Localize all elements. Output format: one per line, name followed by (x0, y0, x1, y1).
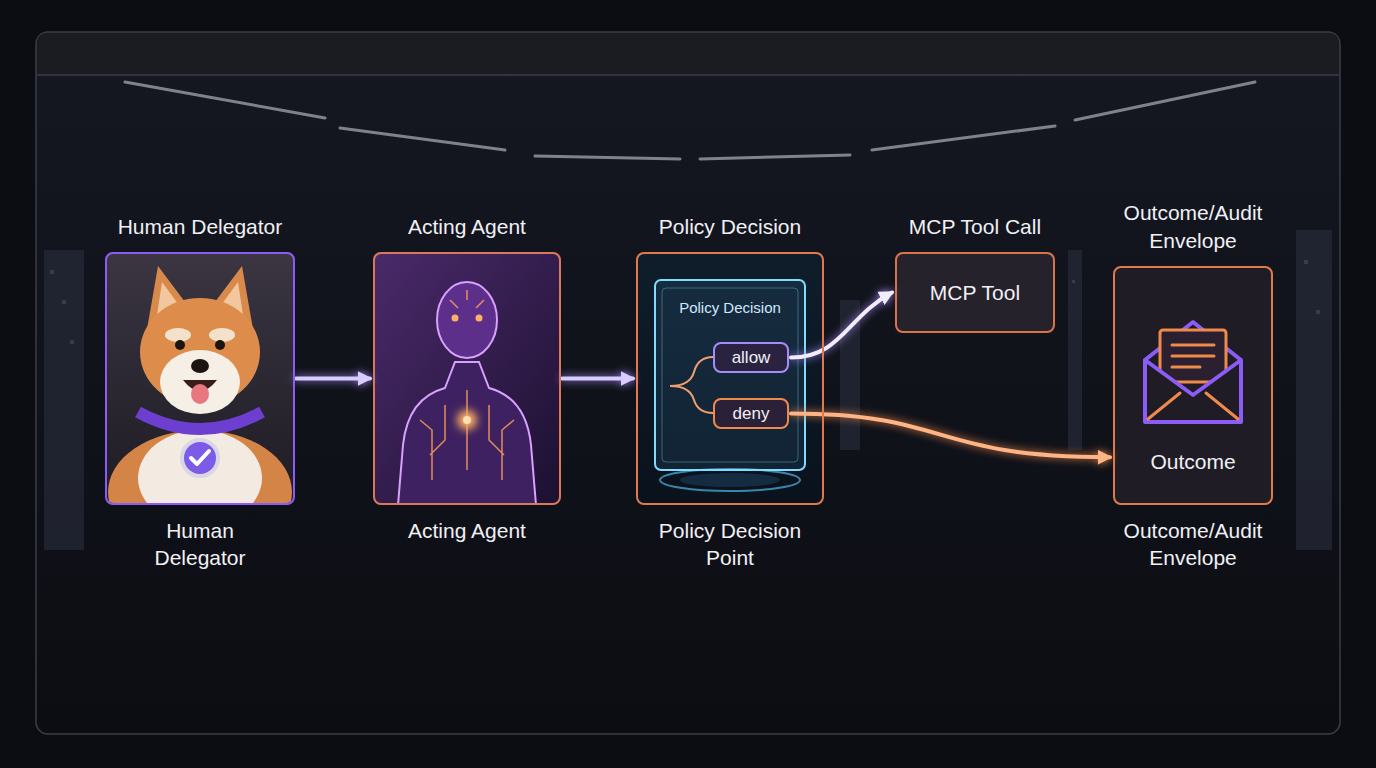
dog-eye (215, 340, 225, 350)
node-heading: Policy Decision (625, 213, 835, 240)
dog-brow (165, 328, 191, 342)
pedestal (660, 469, 800, 491)
box-label: Policy Decision (642, 298, 818, 318)
mcp-illustration (895, 252, 1055, 333)
box-label: MCP Tool (901, 279, 1049, 306)
ceiling-light (700, 155, 850, 159)
flow-arrow (791, 293, 892, 358)
window-light (62, 300, 66, 304)
node-caption: Acting Agent (362, 517, 572, 544)
letter-lines (1172, 345, 1214, 367)
outcome-box: Outcome/Audit EnvelopeOutcomeOutcome/Aud… (1113, 266, 1273, 505)
window-light (70, 340, 74, 344)
pedestal-top (680, 473, 780, 487)
building (1068, 250, 1082, 450)
box-label: Outcome (1119, 448, 1267, 475)
dog-chest (138, 430, 262, 503)
window-light (50, 270, 54, 274)
flow-arrow (296, 377, 370, 381)
node-heading: Acting Agent (362, 213, 572, 240)
title-bar-rule (37, 74, 1339, 76)
fork-line (670, 386, 713, 413)
ceiling-light (535, 156, 680, 159)
collar-badge (182, 440, 218, 476)
figure-eye (452, 315, 459, 322)
core-glow (457, 410, 477, 430)
node-caption: Policy Decision Point (640, 517, 820, 572)
ceiling-light (1075, 82, 1255, 120)
pill-label: deny (715, 400, 787, 427)
building (44, 250, 84, 550)
window-light (1304, 260, 1308, 264)
letter (1160, 330, 1226, 382)
circuit-trace (420, 390, 514, 480)
agent-illustration (373, 252, 561, 505)
circuit-lines (420, 290, 514, 480)
frame-panel (36, 32, 1340, 734)
flow-arrow (791, 414, 1110, 458)
check-mark (191, 451, 209, 464)
tool-box: MCP Tool CallMCP Tool (895, 252, 1055, 333)
glowing-figure (398, 282, 536, 503)
outcome-illustration (1113, 266, 1273, 505)
core (463, 416, 471, 424)
dog-collar (138, 412, 262, 429)
pill-label: allow (715, 344, 787, 371)
node-heading: Outcome/Audit Envelope (1093, 199, 1293, 254)
ceiling-lights (125, 82, 1255, 159)
dog-nose (191, 359, 209, 373)
title-bar (37, 33, 1339, 75)
figure-body (398, 362, 536, 503)
dog-brow (209, 328, 235, 342)
building (1296, 230, 1332, 550)
human-illustration (105, 252, 295, 554)
circuit-trace (450, 290, 484, 308)
policy-illustration (636, 252, 824, 505)
node-heading: Human Delegator (95, 213, 305, 240)
box-fill (1113, 266, 1273, 505)
ceiling-light (125, 82, 325, 118)
ceiling-light (340, 128, 505, 150)
decision-pill: allow (713, 342, 789, 373)
dog-tongue (191, 384, 209, 404)
envelope-fold (1148, 393, 1238, 419)
agent-box: Acting AgentActing Agent (373, 252, 561, 505)
city-windows (44, 230, 1332, 550)
node-caption: Human Delegator (135, 517, 265, 572)
box-fill (895, 252, 1055, 333)
ceiling-light (872, 126, 1055, 150)
akita-dog (108, 266, 292, 503)
dog-muzzle (160, 350, 240, 414)
dog-eye (175, 340, 185, 350)
box-fill (636, 252, 824, 505)
box-fill (373, 252, 561, 505)
figure-eye (476, 315, 483, 322)
envelope-body (1145, 360, 1241, 422)
window-light (1316, 310, 1320, 314)
decision-pill: deny (713, 398, 789, 429)
delegator-box: Human DelegatorHuman Delegator (105, 252, 295, 505)
fork-line (670, 357, 713, 386)
figure-head (437, 282, 497, 358)
dog-shoulders (108, 430, 292, 503)
window-light (1072, 280, 1075, 283)
node-caption: Outcome/Audit Envelope (1093, 517, 1293, 572)
flow-arrow (562, 377, 633, 381)
policy-box: Policy DecisionPolicy DecisionPolicy Dec… (636, 252, 824, 505)
node-heading: MCP Tool Call (875, 213, 1075, 240)
